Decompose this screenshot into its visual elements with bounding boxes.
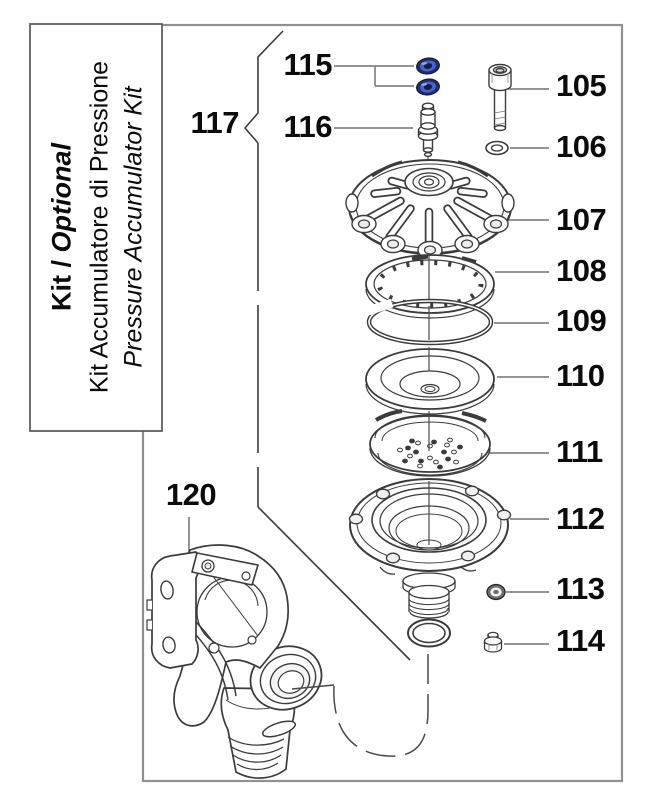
part-105-screw-drawing [488, 63, 512, 132]
part-108-retainer-ring-drawing [365, 254, 495, 319]
callout-116: 116 [283, 109, 332, 144]
kit-label-italic: Optional [46, 143, 76, 253]
kit-label-line3: Pressure Accumulator Kit [119, 86, 147, 368]
part-120-manifold-drawing [146, 544, 323, 779]
callout-120: 120 [165, 477, 217, 512]
part-106-washer-drawing [485, 140, 509, 156]
body-oring-drawing [407, 618, 451, 648]
part-111-perforated-support-drawing [369, 409, 491, 477]
kit-label-line2: Kit Accumulatore di Pressione [85, 60, 113, 394]
callout-113: 113 [556, 571, 605, 606]
callout-109: 109 [556, 303, 607, 338]
kit-bracket-line [243, 30, 411, 661]
leader-lines [188, 65, 549, 645]
mounting-axis-dashed [291, 654, 429, 757]
part-116-valve-drawing [417, 102, 439, 157]
callout-105: 105 [556, 68, 607, 103]
callout-110: 110 [556, 358, 605, 393]
part-114-nut-drawing [483, 631, 503, 653]
kit-label-bold: Kit / [46, 252, 76, 311]
part-110-diaphragm-drawing [365, 348, 495, 415]
kit-label-line1: Kit / Optional [43, 24, 79, 431]
callout-115: 115 [283, 47, 332, 82]
callout-112: 112 [556, 501, 605, 536]
callout-108: 108 [556, 253, 607, 288]
callout-106: 106 [556, 129, 607, 164]
part-112-accumulator-body-drawing [348, 478, 512, 619]
callout-117: 117 [190, 105, 239, 140]
callout-107: 107 [556, 202, 607, 237]
callout-111: 111 [556, 434, 603, 469]
part-107-dome-cover-drawing [345, 159, 515, 260]
part-109-snap-ring-drawing [366, 298, 494, 346]
part-115-washers-drawing [416, 57, 440, 96]
part-113-oring-drawing [486, 583, 506, 601]
callout-114: 114 [556, 623, 605, 658]
kit-label-box [29, 23, 163, 432]
